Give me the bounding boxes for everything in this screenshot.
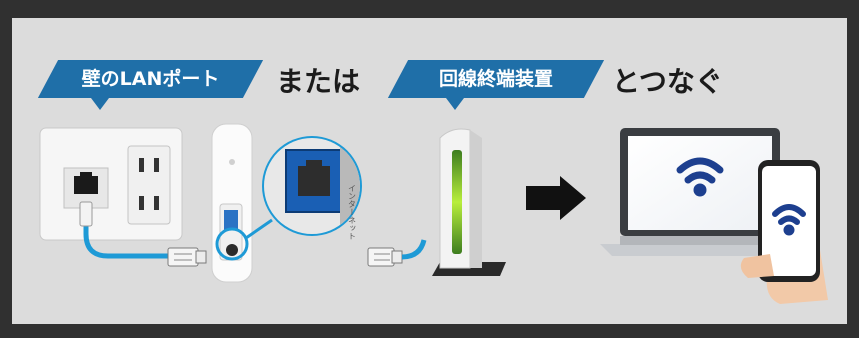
- wall-lan-port-tag: 壁のLANポート: [37, 60, 264, 110]
- router-icon: [211, 123, 253, 283]
- ont-label: 回線終端装置: [438, 68, 553, 90]
- wall-lan-port-label: 壁のLANポート: [81, 68, 220, 90]
- wifi-icon: [772, 204, 806, 236]
- router-side-label: インターネット: [348, 184, 357, 240]
- lan-port-zoom: [262, 136, 362, 236]
- ont-tag: 回線終端装置: [387, 60, 605, 110]
- smartphone-icon: [740, 160, 828, 304]
- wall-outlet-icon: [39, 127, 183, 241]
- connector-or-text: または: [276, 65, 361, 98]
- connect-text: とつなぐ: [612, 65, 723, 98]
- laptop-icon: [600, 128, 800, 256]
- ethernet-plug-icon: [367, 247, 403, 267]
- ethernet-plug-icon: [167, 247, 207, 267]
- right-arrow-icon: [526, 176, 586, 220]
- ont-device-icon: [432, 128, 506, 276]
- wifi-icon: [676, 157, 724, 197]
